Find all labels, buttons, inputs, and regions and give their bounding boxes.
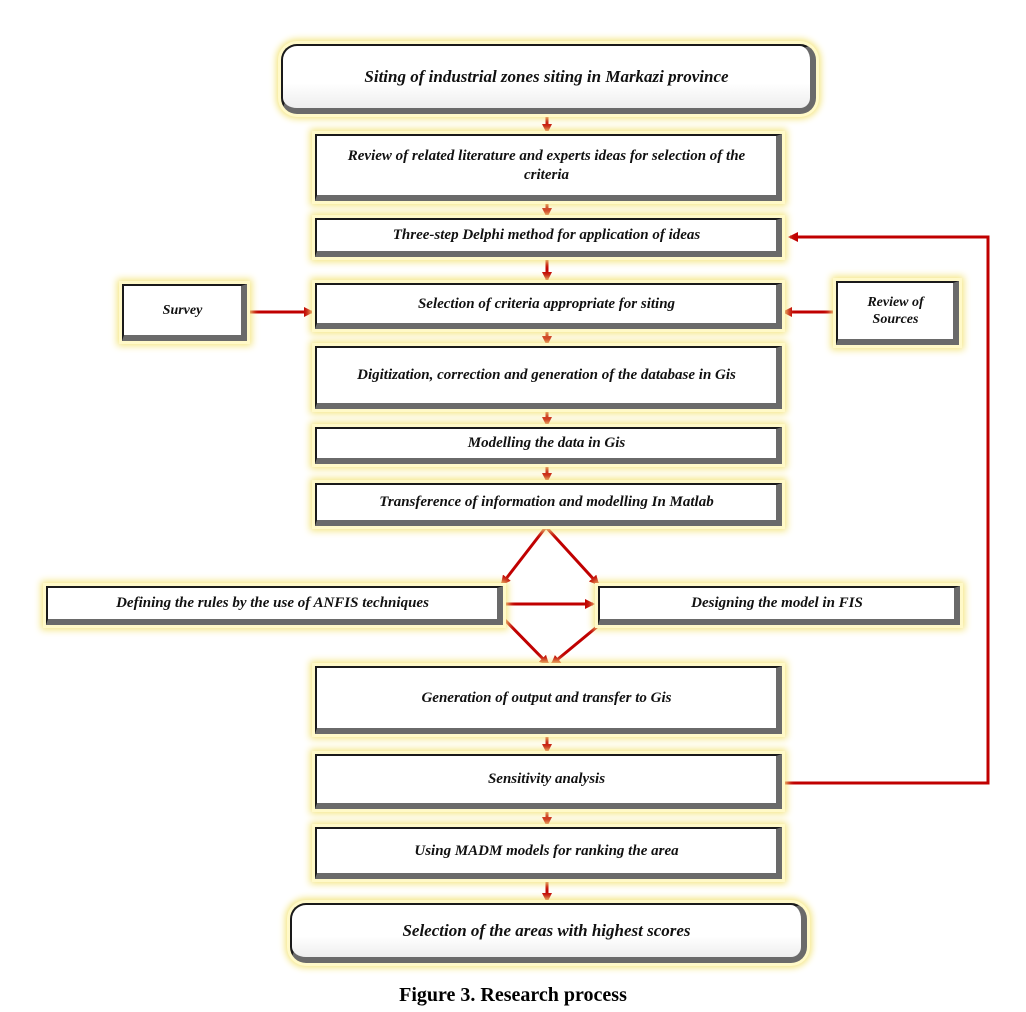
node-madm: Using MADM models for ranking the area [315,827,782,879]
node-review-sources: Review of Sources [836,281,959,345]
figure-caption: Figure 3. Research process [399,984,627,1006]
node-delphi: Three-step Delphi method for application… [315,218,782,257]
node-survey: Survey [122,284,247,341]
arrow-transference-to-fis [544,525,600,586]
node-fis: Designing the model in FIS [598,586,960,625]
arrow-transference-to-anfis [500,526,548,586]
node-transference: Transference of information and modellin… [315,483,782,526]
arrow-anfis-to-output [501,616,550,666]
node-sensitivity: Sensitivity analysis [315,754,782,809]
node-start: Siting of industrial zones siting in Mar… [281,44,816,114]
arrow-fis-to-output [550,624,599,666]
node-digitization: Digitization, correction and generation … [315,346,782,409]
node-modelling-gis: Modelling the data in Gis [315,427,782,464]
arrow-sensitivity-feedback-to-delphi [782,232,990,785]
node-anfis: Defining the rules by the use of ANFIS t… [46,586,503,625]
node-output: Generation of output and transfer to Gis [315,666,782,734]
node-review-literature: Review of related literature and experts… [315,134,782,201]
node-end: Selection of the areas with highest scor… [290,903,807,963]
node-selection-criteria: Selection of criteria appropriate for si… [315,283,782,329]
